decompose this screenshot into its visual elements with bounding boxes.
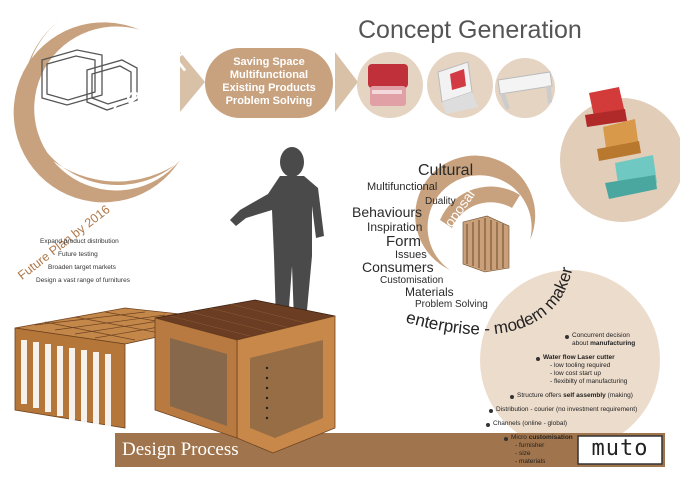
enterprise-bullet-6: Micro customisation <box>511 434 573 442</box>
concept-renders <box>368 61 553 114</box>
chairs-circle <box>560 98 680 222</box>
needs-item: Problem Solving <box>225 95 313 107</box>
enterprise-bullet-1: Concurrent decision about manufacturing <box>572 332 635 348</box>
enterprise-bullet-5: Channels (online - global) <box>493 420 568 427</box>
person-silhouette-icon <box>230 147 324 321</box>
b6-sub: - furnisher <box>515 442 545 449</box>
bullet-dot <box>486 423 490 427</box>
bullet-dot <box>510 395 514 399</box>
cloud-word: Customisation <box>380 275 444 286</box>
b2-sub: - low cost start up <box>550 370 601 377</box>
b3-post: (making) <box>605 392 633 399</box>
arrow-2 <box>335 52 358 112</box>
muto-furniture-render <box>14 299 336 454</box>
future-item: Expand product distribution <box>40 238 119 245</box>
b2-sub: - flexibilty of manufacturing <box>550 378 628 385</box>
b3-pre: Structure offers <box>517 392 564 399</box>
bullet-dot <box>565 335 569 339</box>
proposal-chair-icon <box>462 215 510 273</box>
wood-table <box>154 299 336 454</box>
cloud-word: Problem Solving <box>415 299 488 310</box>
future-item: Broaden target markets <box>48 264 116 271</box>
colored-chairs <box>585 87 657 199</box>
needs-list: Saving Space Multifunctional Existing Pr… <box>212 56 326 108</box>
concept-chair-red-icon <box>368 64 408 106</box>
cloud-word: Behaviours <box>352 204 423 220</box>
b1-post-pre: about <box>572 340 591 347</box>
cloud-word: Consumers <box>362 259 434 275</box>
concept-title: Concept Generation <box>358 16 582 44</box>
b6-sub: - size <box>515 450 531 457</box>
cloud-word: Materials <box>405 285 454 299</box>
cloud-word: Cultural <box>418 162 474 179</box>
proposal-arc-band <box>440 186 520 228</box>
bullet-dot <box>504 437 508 441</box>
cloud-word: Form <box>386 233 421 250</box>
b1-text: Concurrent decision <box>572 332 630 339</box>
footer-bar <box>115 433 665 467</box>
b2-sub: - low tooling required <box>550 362 611 369</box>
b6-sub: - materials <box>515 458 546 465</box>
arrow-1 <box>180 52 205 112</box>
concept-chair-white-icon <box>437 61 478 114</box>
footer-title: Design Process <box>122 439 239 460</box>
research-sketch-icon <box>41 49 138 111</box>
cloud-word: Inspiration <box>367 220 423 234</box>
muto-logo: muto <box>591 436 649 461</box>
enterprise-bullet-3: Structure offers self assembly (making) <box>517 392 633 400</box>
logo-box <box>577 435 663 465</box>
bullet-dot <box>489 409 493 413</box>
cloud-word: Duality <box>425 196 456 207</box>
cloud-word: Multifunctional <box>367 181 438 193</box>
enterprise-circle <box>480 270 660 450</box>
chair-red-icon <box>585 87 627 127</box>
needs-item: Existing Products <box>222 82 316 94</box>
chair-orange-icon <box>597 119 641 161</box>
b6-bold: customisation <box>528 434 573 441</box>
cloud-word: Issues <box>395 249 427 261</box>
concept-bench-white-icon <box>497 71 553 110</box>
needs-item: Multifunctional <box>229 69 309 81</box>
future-item: Future testing <box>58 251 98 258</box>
future-item: Design a vast range of furnitures <box>36 277 130 284</box>
b3-bold: self assembly <box>563 392 606 399</box>
proposal-ring <box>415 155 536 270</box>
b6-pre: Micro <box>511 434 529 441</box>
needs-item: Saving Space <box>233 56 305 68</box>
b1-bold: manufacturing <box>590 340 636 347</box>
needs-pill <box>205 48 333 118</box>
enterprise-bullet-4: Distribution - courier (no investment re… <box>496 406 638 413</box>
bullet-dot <box>536 357 540 361</box>
enterprise-bullet-2: Water flow Laser cutter <box>543 354 615 362</box>
b2-bold: Water flow Laser cutter <box>543 354 615 361</box>
chair-teal-icon <box>605 155 657 199</box>
